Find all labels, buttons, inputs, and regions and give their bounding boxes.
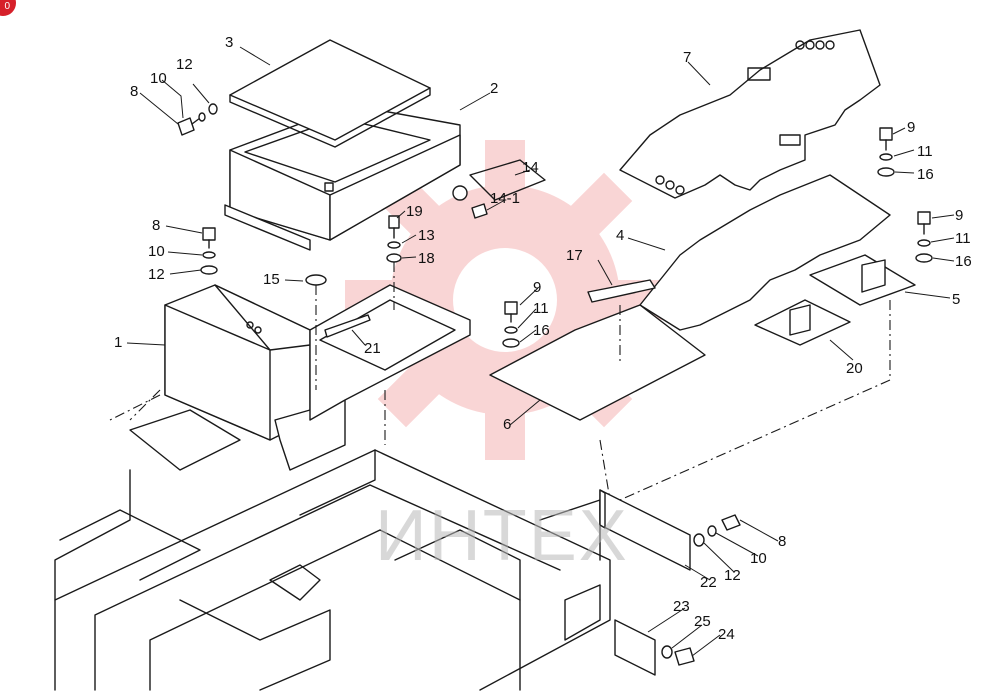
callout-11-top: 11	[917, 143, 933, 160]
callout-21: 21	[364, 340, 381, 357]
watermark-text: ИНТЕХ	[375, 496, 629, 576]
callout-13: 13	[418, 227, 435, 244]
callout-18: 18	[418, 250, 435, 267]
fasteners-right-top	[877, 127, 895, 177]
part-7-plate	[619, 29, 881, 199]
callout-12-left: 12	[148, 266, 165, 283]
callout-14-1: 14-1	[490, 190, 520, 207]
part-5-bracket	[809, 254, 916, 306]
callout-10-left: 10	[148, 243, 165, 260]
badge-text: 0	[4, 1, 10, 12]
callout-10-top: 10	[150, 70, 167, 87]
machine-frame	[54, 300, 891, 691]
part-21-bracket	[324, 314, 371, 338]
part-6-plate	[489, 304, 706, 421]
callout-8-lower: 8	[778, 533, 786, 550]
fasteners-center	[305, 215, 402, 390]
part-2-box	[224, 104, 461, 251]
callout-1: 1	[114, 334, 122, 351]
callout-4: 4	[616, 227, 624, 244]
callout-labels: 3 2 7 14 14-1 4 5 20 17 6 1 15 21 19 13 …	[114, 34, 972, 643]
callout-9-top: 9	[907, 119, 915, 136]
part-20-bracket	[754, 299, 851, 346]
callout-3: 3	[225, 34, 233, 51]
callout-5: 5	[952, 291, 960, 308]
fasteners-center-right	[502, 301, 520, 348]
callout-9-mid: 9	[955, 207, 963, 224]
callout-6: 6	[503, 416, 511, 433]
part-23-cover	[614, 619, 656, 676]
callout-11-center: 11	[533, 300, 549, 317]
callout-16-center: 16	[533, 322, 550, 339]
callout-24: 24	[718, 626, 735, 643]
callout-8-left: 8	[152, 217, 160, 234]
callout-16-mid: 16	[955, 253, 972, 270]
part-1-console	[109, 284, 471, 471]
callout-23: 23	[673, 598, 690, 615]
callout-2: 2	[490, 80, 498, 97]
part-4-plate	[639, 174, 891, 331]
page-badge: 0	[0, 0, 16, 16]
fasteners-lower	[661, 514, 741, 666]
callout-11-mid: 11	[955, 230, 971, 247]
callout-9-center: 9	[533, 279, 541, 296]
callout-15: 15	[263, 271, 280, 288]
callout-8-top: 8	[130, 83, 138, 100]
callout-20: 20	[846, 360, 863, 377]
leader-lines	[126, 46, 955, 657]
callout-17: 17	[566, 247, 583, 264]
callout-19: 19	[406, 203, 423, 220]
callout-10-lower: 10	[750, 550, 767, 567]
callout-22: 22	[700, 574, 717, 591]
part-14-latch	[452, 159, 546, 219]
callout-7: 7	[683, 49, 691, 66]
part-3-lid	[229, 39, 431, 148]
fasteners-right-mid	[915, 211, 933, 263]
callout-14: 14	[522, 159, 539, 176]
fasteners-left	[177, 103, 218, 275]
callout-12-top: 12	[176, 56, 193, 73]
callout-25: 25	[694, 613, 711, 630]
callout-16-top: 16	[917, 166, 934, 183]
callout-12-lower: 12	[724, 567, 741, 584]
part-17-strip	[587, 279, 656, 303]
part-22-panel	[599, 489, 691, 571]
